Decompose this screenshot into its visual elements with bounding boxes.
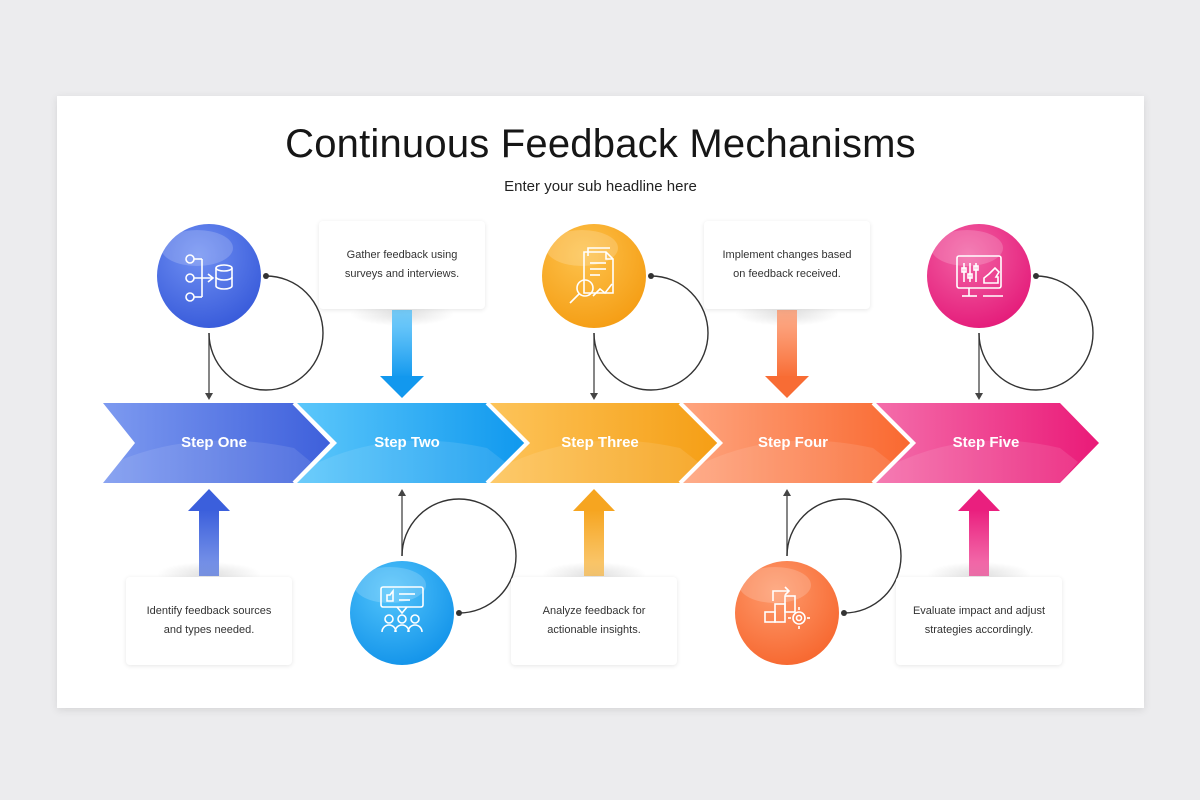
step-one-description: Identify feedback sources and types need…: [146, 605, 272, 636]
step-four-label: Step Four: [758, 434, 828, 451]
down-arrow-step-two: [380, 310, 424, 398]
strategy-chess-icon: [956, 255, 1003, 297]
step-one-label: Step One: [181, 434, 247, 451]
up-arrow-step-three: [573, 489, 615, 576]
step-three-label: Step Three: [561, 434, 639, 451]
page-title: Continuous Feedback Mechanisms: [285, 122, 916, 166]
circle-step-four: [735, 561, 839, 665]
step-three-card: Analyze feedback for actionable insights…: [511, 577, 677, 665]
step-four-description: Implement changes based on feedback rece…: [722, 249, 852, 280]
step-one-card: Identify feedback sources and types need…: [126, 577, 292, 665]
page-subtitle: Enter your sub headline here: [504, 178, 697, 195]
step-three-description: Analyze feedback for actionable insights…: [542, 605, 646, 636]
step-five-card: Evaluate impact and adjust strategies ac…: [896, 577, 1062, 665]
up-arrow-step-five: [958, 489, 1000, 576]
step-two-description: Gather feedback using surveys and interv…: [344, 249, 460, 280]
chevron-step-one: [103, 403, 333, 483]
chevron-step-five: [876, 403, 1099, 483]
document-analysis-icon: [569, 247, 614, 304]
chevron-step-three: [490, 403, 720, 483]
process-diagram: [103, 224, 1099, 665]
step-four-card: Implement changes based on feedback rece…: [704, 221, 870, 309]
step-five-label: Step Five: [952, 434, 1020, 451]
process-gear-icon: [764, 586, 810, 629]
up-arrow-step-one: [188, 489, 230, 576]
circle-step-five: [927, 224, 1031, 328]
chevron-step-four: [683, 403, 913, 483]
down-arrow-step-four: [765, 310, 809, 398]
step-two-label: Step Two: [374, 434, 440, 451]
data-flow-database-icon: [185, 254, 233, 302]
step-five-description: Evaluate impact and adjust strategies ac…: [912, 605, 1046, 636]
survey-group-icon: [380, 586, 424, 633]
slide: Continuous Feedback Mechanisms Enter you…: [57, 96, 1144, 708]
chevron-step-two: [297, 403, 527, 483]
circle-step-three: [542, 224, 646, 328]
circle-step-one: [157, 224, 261, 328]
step-two-card: Gather feedback using surveys and interv…: [319, 221, 485, 309]
